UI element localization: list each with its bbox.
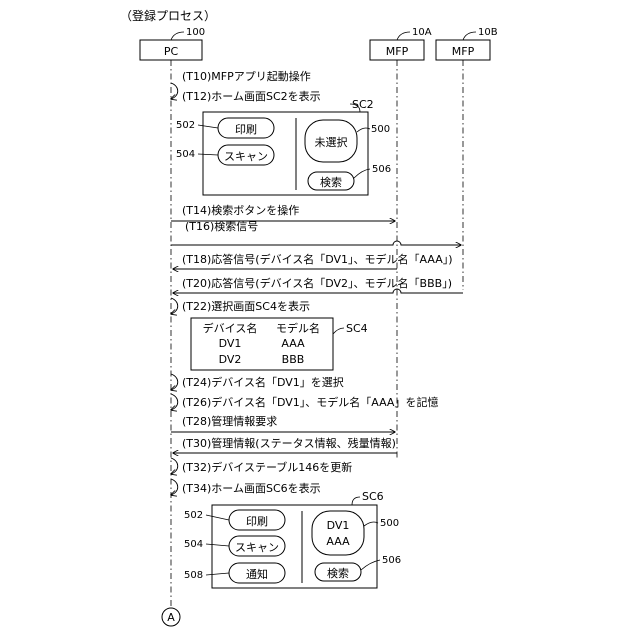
screen-sc2: SC2 印刷 スキャン 未選択 検索 502 504 500 506	[176, 98, 391, 195]
step-t14: (T14)検索ボタンを操作	[182, 203, 299, 217]
sc2-status-text: 未選択	[315, 135, 348, 149]
participant-mfp-b-ref: 10B	[478, 27, 498, 38]
diagram-title: （登録プロセス）	[120, 8, 216, 23]
sc4-row-1-device[interactable]: DV1	[219, 337, 242, 350]
sc4-row-1-model[interactable]: AAA	[281, 337, 305, 350]
step-t10: (T10)MFPアプリ起動操作	[182, 69, 311, 83]
sc6-status-display	[312, 511, 364, 555]
screen-sc4: SC4 デバイス名 モデル名 DV1 AAA DV2 BBB	[191, 318, 368, 370]
participant-mfp-a-ref: 10A	[412, 27, 432, 38]
sc4-label: SC4	[346, 322, 368, 335]
sc6-scan-label: スキャン	[235, 541, 279, 554]
connector-a-label: A	[167, 611, 175, 624]
sc6-notify-label: 通知	[246, 567, 268, 581]
self-loops	[171, 83, 178, 495]
sc6-ref-notify: 508	[184, 570, 203, 581]
sc6-label: SC6	[362, 490, 384, 503]
sc2-ref-search: 506	[372, 164, 391, 175]
sc4-header-model: モデル名	[276, 321, 320, 335]
screen-sc6: SC6 印刷 スキャン 通知 DV1 AAA 検索 502 504 508 50…	[184, 490, 401, 588]
sc6-ref-search: 506	[382, 555, 401, 566]
step-t12: (T12)ホーム画面SC2を表示	[182, 89, 321, 103]
step-t30: (T30)管理情報(ステータス情報、残量情報)	[182, 436, 396, 450]
step-t34: (T34)ホーム画面SC6を表示	[182, 481, 321, 495]
step-t28: (T28)管理情報要求	[182, 414, 277, 428]
participant-mfp-b: MFP 10B	[436, 27, 498, 60]
participant-mfp-a-label: MFP	[386, 45, 409, 58]
sc2-ref-status: 500	[371, 124, 390, 135]
sc2-label: SC2	[352, 98, 374, 111]
sc4-row-2-model[interactable]: BBB	[282, 353, 305, 366]
step-t22: (T22)選択画面SC4を表示	[182, 299, 310, 313]
sc6-device-name: DV1	[327, 519, 350, 532]
sc2-scan-label: スキャン	[224, 150, 268, 163]
step-t24: (T24)デバイス名「DV1」を選択	[182, 375, 344, 389]
sc2-search-label: 検索	[320, 175, 342, 189]
sc6-ref-scan: 504	[184, 539, 203, 550]
sc4-header-device: デバイス名	[203, 321, 258, 335]
step-t32: (T32)デバイステーブル146を更新	[182, 460, 352, 474]
arrow-t16	[171, 241, 461, 245]
participant-mfp-a: MFP 10A	[370, 27, 432, 60]
sc4-row-2-device[interactable]: DV2	[219, 353, 242, 366]
sc6-print-label: 印刷	[246, 515, 268, 528]
participant-pc-label: PC	[164, 45, 179, 58]
sc2-ref-scan: 504	[176, 149, 195, 160]
participant-pc: PC 100	[140, 27, 205, 60]
connector-a: A	[162, 608, 180, 626]
step-t18: (T18)応答信号(デバイス名「DV1」、モデル名「AAA」)	[182, 252, 453, 266]
step-t26: (T26)デバイス名「DV1」、モデル名「AAA」を記憶	[182, 395, 438, 409]
participant-pc-ref: 100	[186, 27, 205, 38]
step-t20: (T20)応答信号(デバイス名「DV2」、モデル名「BBB」)	[182, 276, 452, 290]
sc2-ref-print: 502	[176, 120, 195, 131]
sc6-ref-status: 500	[380, 518, 399, 529]
sc6-search-label: 検索	[327, 566, 349, 580]
sc6-model-name: AAA	[326, 535, 350, 548]
participant-mfp-b-label: MFP	[452, 45, 475, 58]
sc6-ref-print: 502	[184, 510, 203, 521]
sc2-print-label: 印刷	[235, 123, 257, 136]
